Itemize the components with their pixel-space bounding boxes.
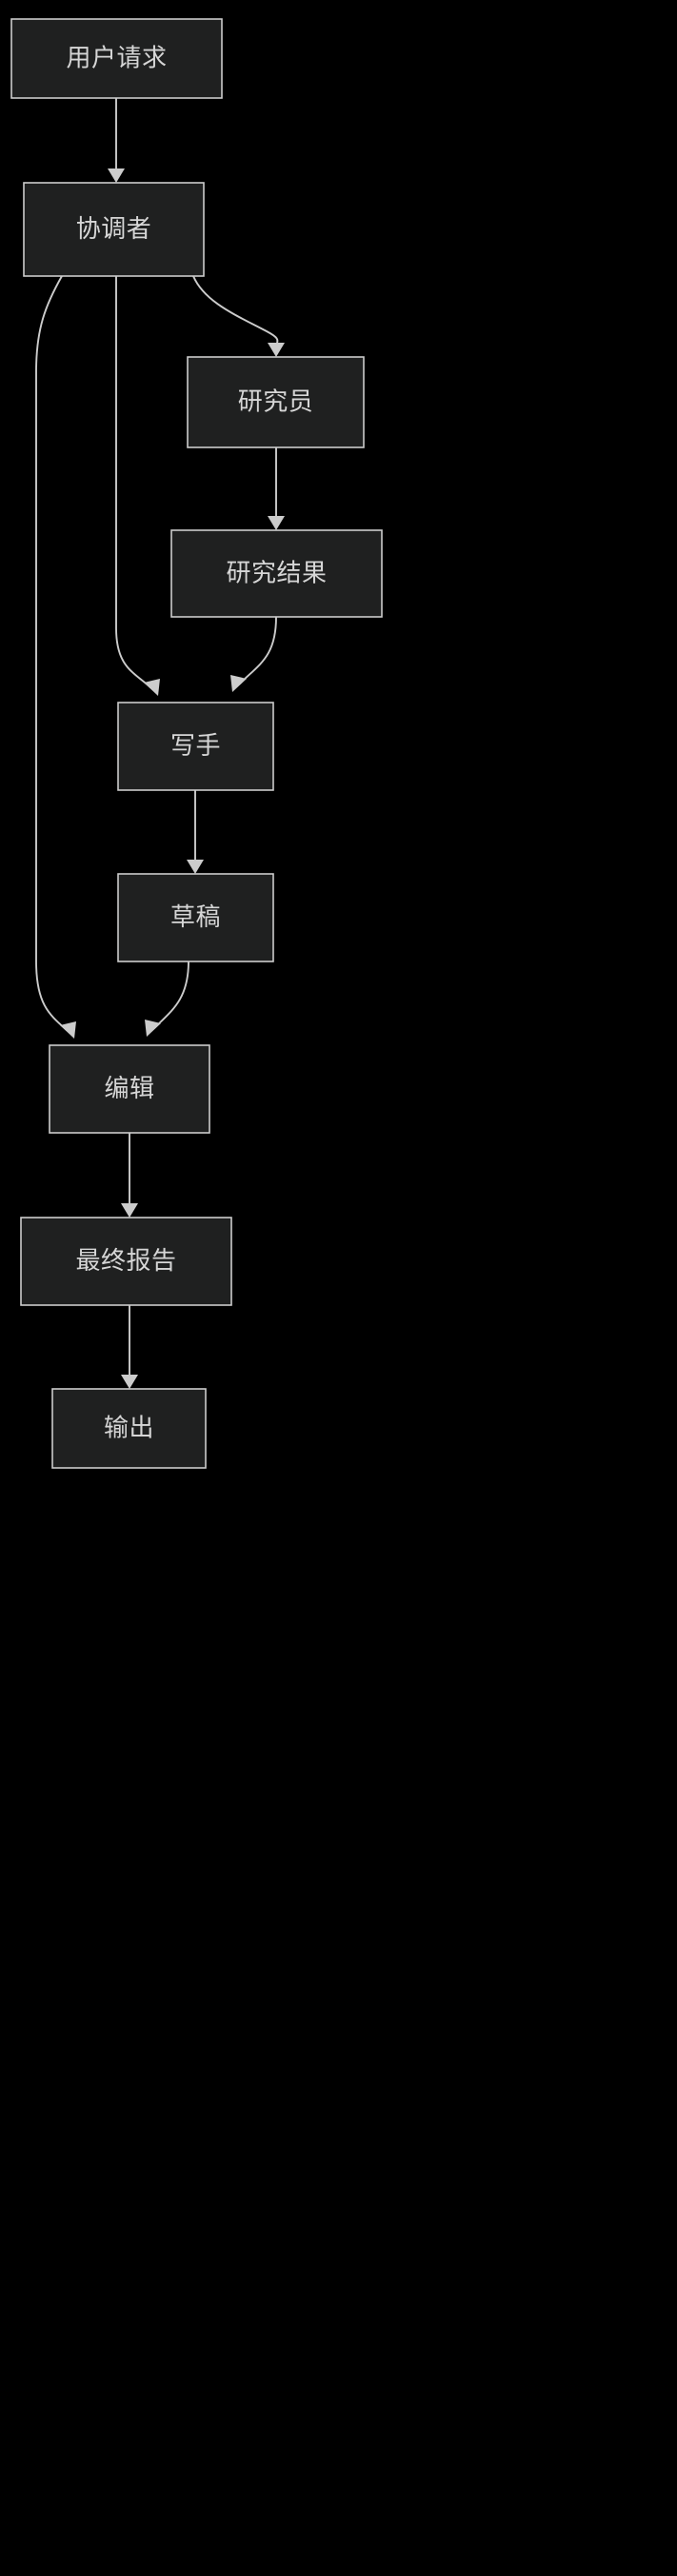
arrow-head-icon [60,1021,76,1039]
node-label: 草稿 [170,902,221,931]
node-box[interactable] [20,1217,232,1306]
edge-line [239,616,277,684]
arrow-head-icon [230,675,247,692]
arrow-head-icon [108,168,125,183]
edge-draft-to-editor [145,961,189,1037]
edge-line [115,275,151,688]
edge-line [192,275,279,349]
arrow-head-icon [121,1203,138,1218]
arrow-head-icon [268,343,285,357]
node-label: 输出 [104,1413,154,1441]
edge-writer-to-draft [187,789,204,874]
edge-research_result-to-writer [230,616,277,692]
arrow-head-icon [145,1020,161,1037]
edge-line [35,275,68,1031]
arrow-head-icon [121,1375,138,1389]
edge-coordinator-to-writer [115,275,160,696]
node-research_result[interactable]: 研究结果 [170,529,383,618]
node-final_report[interactable]: 最终报告 [20,1217,232,1306]
arrow-head-icon [144,679,160,696]
edge-editor-to-final_report [121,1132,138,1218]
node-user_request[interactable]: 用户请求 [10,18,223,99]
node-box[interactable] [170,529,383,618]
node-box[interactable] [187,356,365,448]
edge-coordinator-to-editor [35,275,76,1039]
edge-user_request-to-coordinator [108,97,125,183]
node-box[interactable] [51,1388,207,1469]
node-editor[interactable]: 编辑 [49,1044,210,1134]
node-label: 最终报告 [75,1246,176,1275]
node-label: 研究结果 [226,558,327,586]
node-label: 写手 [170,731,221,760]
edges-layer [35,97,285,1389]
node-label: 编辑 [104,1074,154,1102]
arrow-head-icon [268,516,285,530]
node-output[interactable]: 输出 [51,1388,207,1469]
node-coordinator[interactable]: 协调者 [23,182,205,277]
edge-researcher-to-research_result [268,446,285,530]
node-box[interactable] [49,1044,210,1134]
edge-line [153,961,189,1029]
node-label: 研究员 [238,386,314,415]
node-writer[interactable]: 写手 [117,702,274,791]
node-box[interactable] [117,873,274,962]
node-box[interactable] [23,182,205,277]
node-label: 用户请求 [66,43,167,71]
edge-coordinator-to-researcher [192,275,285,357]
node-label: 协调者 [76,214,152,243]
edge-final_report-to-output [121,1304,138,1389]
node-box[interactable] [10,18,223,99]
node-researcher[interactable]: 研究员 [187,356,365,448]
node-draft[interactable]: 草稿 [117,873,274,962]
arrow-head-icon [187,860,204,874]
node-box[interactable] [117,702,274,791]
